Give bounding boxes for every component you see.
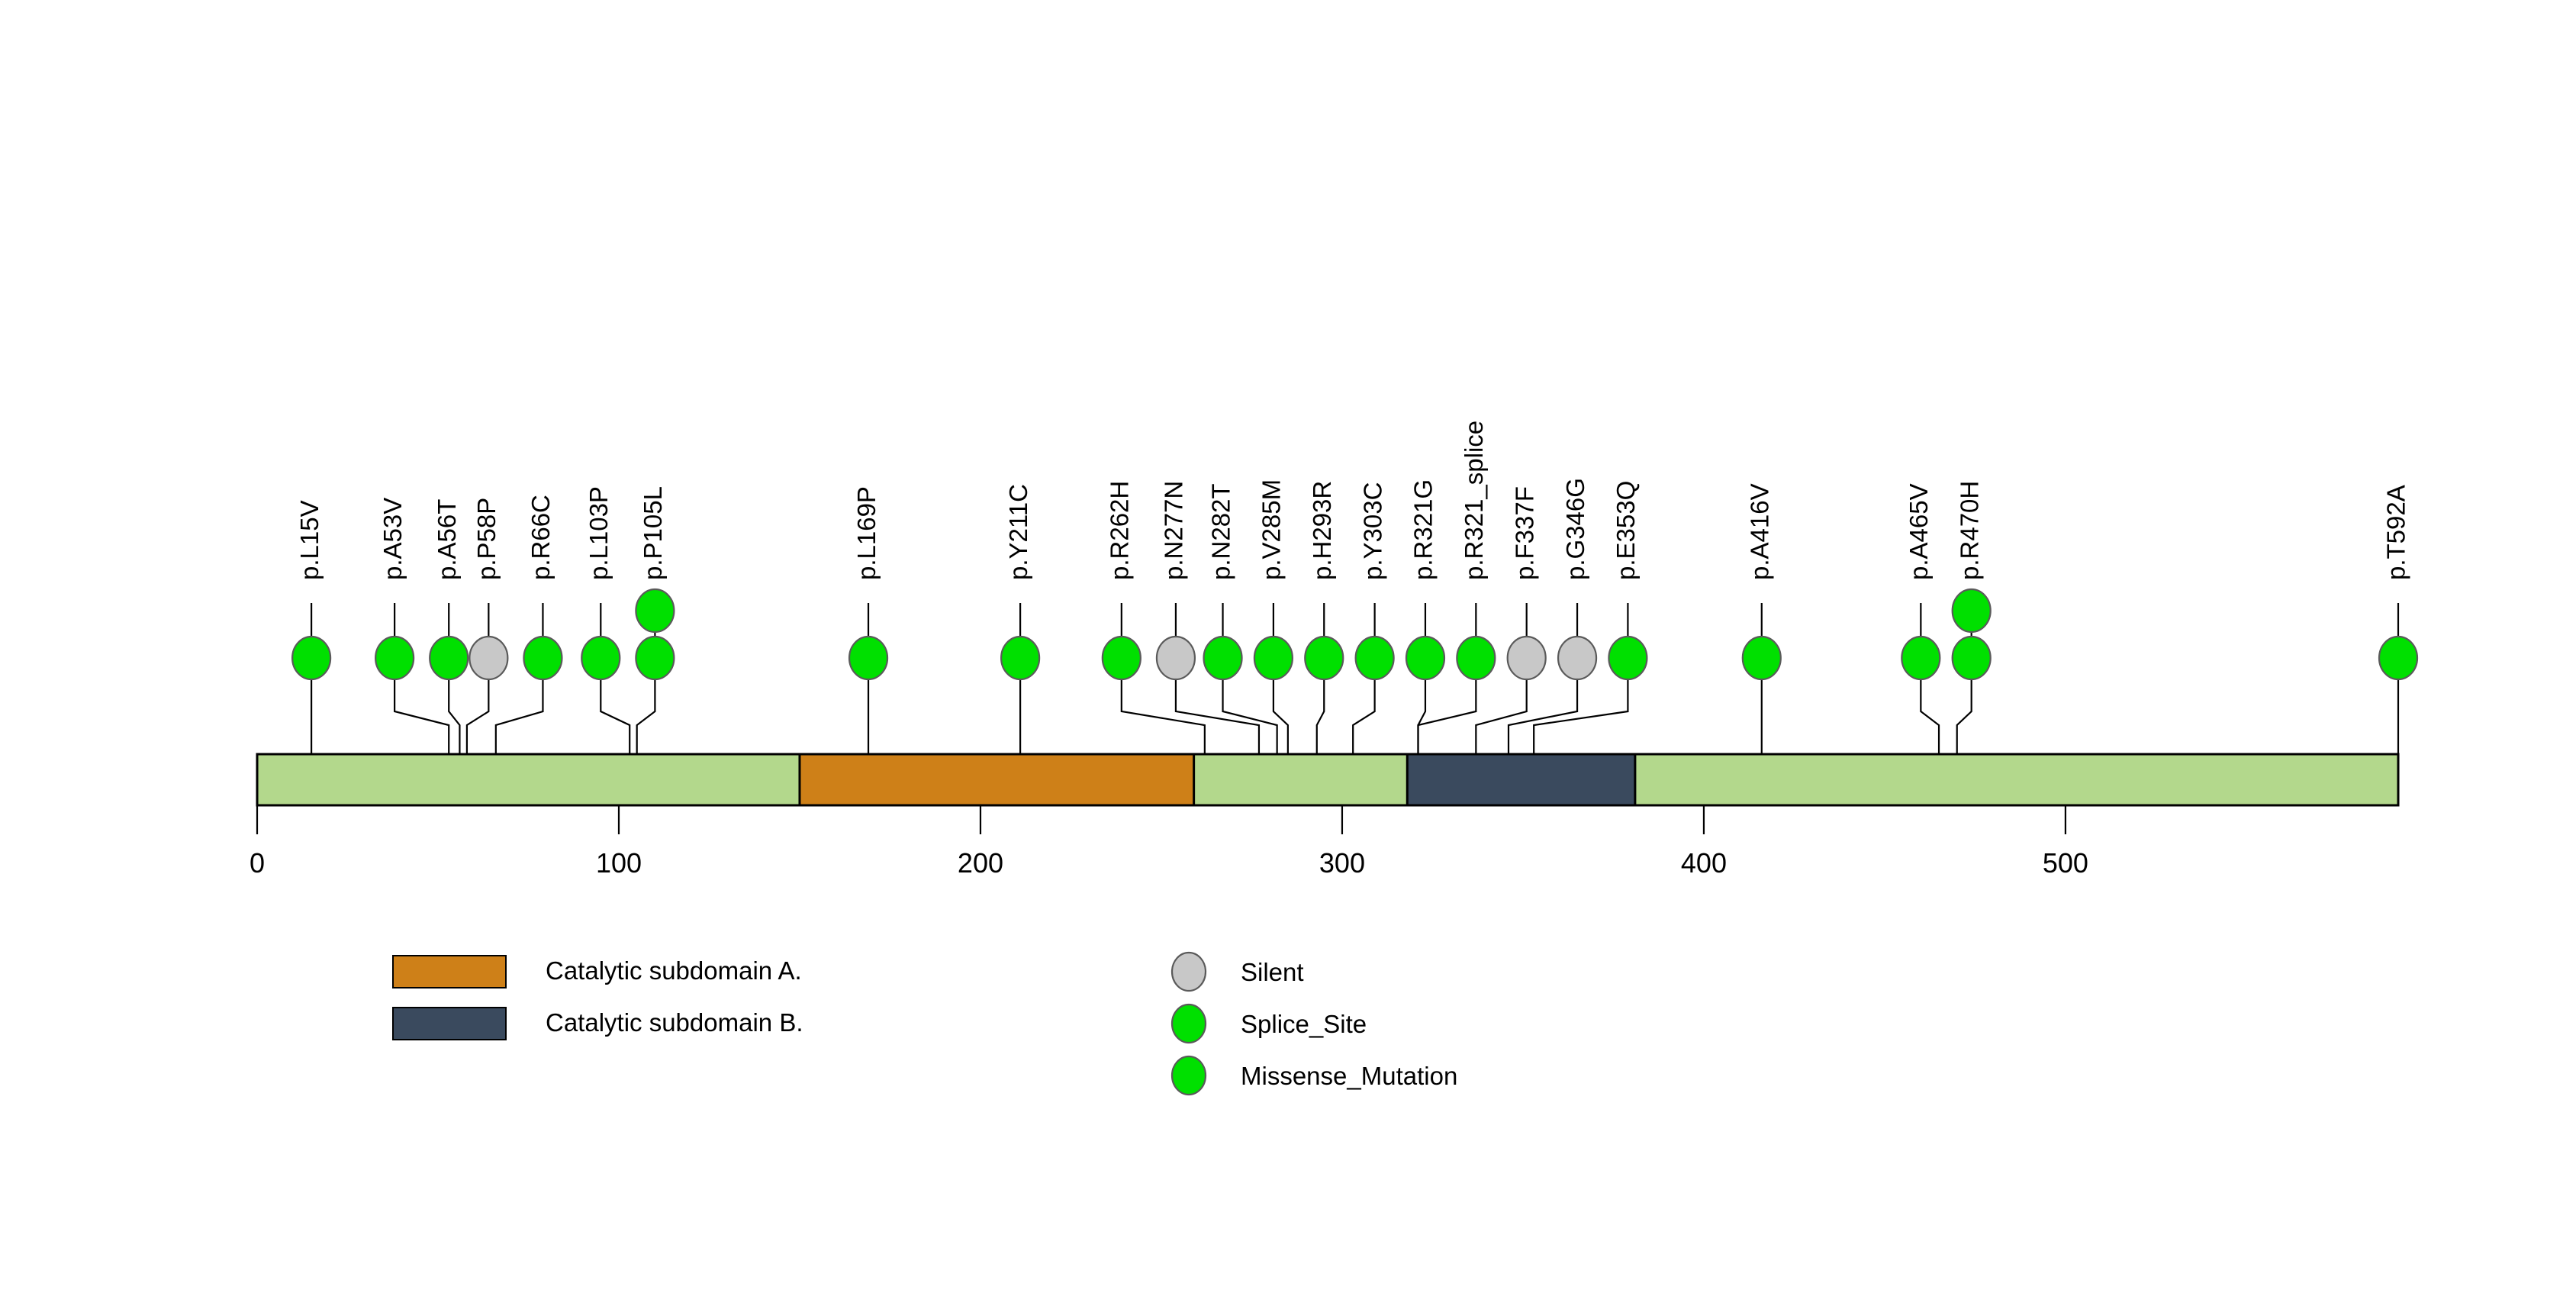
protein-backbone-bar	[256, 753, 2400, 807]
mutation-marker[interactable]	[1354, 635, 1395, 681]
legend-type-marker[interactable]	[1170, 1055, 1207, 1096]
axis-tick-label: 400	[1681, 847, 1727, 879]
axis-tick-label: 200	[958, 847, 1003, 879]
mutation-marker[interactable]	[1456, 635, 1496, 681]
mutation-label: p.R321G	[1409, 479, 1438, 580]
mutation-marker[interactable]	[429, 635, 469, 681]
mutation-stem-connector	[1417, 679, 1477, 754]
mutation-label: p.R470H	[1955, 481, 1983, 580]
mutation-markers-layer	[291, 588, 2419, 681]
mutation-label: p.V285M	[1257, 479, 1286, 580]
mutation-label: p.A53V	[378, 498, 407, 580]
mutation-labels-layer: p.L15V p.A53V p.A56T p.P58P p.R66C p.L103P p.P…	[295, 421, 2410, 580]
legend-type-marker[interactable]	[1170, 1003, 1207, 1044]
mutation-marker[interactable]	[1506, 635, 1547, 681]
legend-type-marker[interactable]	[1170, 951, 1207, 992]
mutation-marker[interactable]	[1608, 635, 1648, 681]
mutation-stem-connector	[448, 679, 461, 754]
mutation-stem-connector	[1174, 679, 1261, 754]
mutation-label: p.L15V	[295, 500, 324, 580]
mutation-marker[interactable]	[523, 635, 563, 681]
legend-domain-label: Catalytic subdomain B.	[546, 1008, 803, 1037]
axis-tick-label: 0	[250, 847, 265, 879]
mutation-marker[interactable]	[1901, 635, 1941, 681]
mutation-label: p.P105L	[639, 486, 667, 580]
protein-domain-b[interactable]	[1406, 753, 1637, 807]
mutation-stem-connector	[1120, 679, 1206, 754]
mutation-stem-connector	[600, 679, 631, 754]
protein-domains-layer	[256, 753, 2400, 807]
mutation-label: p.P58P	[472, 498, 501, 580]
mutation-marker[interactable]	[1557, 635, 1598, 681]
mutation-marker[interactable]	[2378, 635, 2419, 681]
mutation-stem-connector	[1315, 679, 1325, 754]
mutation-label: p.N282T	[1206, 483, 1235, 580]
protein-domain-a[interactable]	[798, 753, 1196, 807]
mutation-marker[interactable]	[1405, 635, 1446, 681]
mutation-stem-connector	[1222, 679, 1278, 754]
mutation-marker[interactable]	[1155, 635, 1196, 681]
legend-domain-swatch[interactable]	[392, 1007, 507, 1040]
mutation-marker[interactable]	[1304, 635, 1344, 681]
mutation-marker[interactable]	[848, 635, 889, 681]
legend-type-label: Missense_Mutation	[1241, 1062, 1457, 1090]
mutation-marker[interactable]	[291, 635, 332, 681]
mutation-label: p.H293R	[1308, 481, 1336, 580]
mutation-label: p.N277N	[1160, 481, 1188, 580]
mutation-marker[interactable]	[1741, 635, 1782, 681]
mutation-stem-connector	[1507, 679, 1579, 754]
mutation-marker[interactable]	[1951, 635, 1992, 681]
mutation-stem-connector	[1272, 679, 1289, 754]
mutation-stem-connector	[1920, 679, 1940, 754]
mutation-marker[interactable]	[375, 635, 415, 681]
mutation-marker[interactable]	[1951, 588, 1992, 634]
mutation-marker[interactable]	[1000, 635, 1041, 681]
mutation-label: p.A416V	[1746, 483, 1774, 580]
legend-domain-swatch[interactable]	[392, 955, 507, 988]
mutation-stem-connector	[494, 679, 544, 754]
mutation-label: p.T592A	[2382, 485, 2410, 580]
mutation-marker[interactable]	[1253, 635, 1294, 681]
mutation-label: p.R66C	[526, 495, 555, 580]
mutation-label: p.Y303C	[1358, 482, 1386, 580]
mutation-label: p.A465V	[1905, 483, 1933, 580]
mutation-label: p.R321_splice	[1460, 421, 1488, 580]
mutation-stem-connector	[1352, 679, 1376, 754]
axis-tick-label: 100	[596, 847, 642, 879]
mutation-marker[interactable]	[469, 635, 509, 681]
axis-tick-label: 300	[1319, 847, 1365, 879]
mutation-marker[interactable]	[1101, 635, 1141, 681]
mutation-marker[interactable]	[635, 588, 675, 634]
mutation-stem-connector	[394, 679, 450, 754]
legend-type-label: Silent	[1241, 958, 1304, 986]
mutation-stem-connector	[465, 679, 490, 754]
mutation-marker[interactable]	[581, 635, 621, 681]
mutation-stem-connector	[1417, 679, 1427, 754]
mutation-label: p.E353Q	[1612, 481, 1640, 580]
mutation-stems-layer	[310, 603, 2400, 754]
mutation-stem-connector	[1533, 679, 1629, 754]
mutation-label: p.F337F	[1510, 486, 1538, 580]
mutation-label: p.A56T	[433, 499, 461, 580]
mutation-marker[interactable]	[1203, 635, 1243, 681]
axis-layer: 0 100 200 300 400 500	[250, 805, 2088, 879]
mutation-label: p.L103P	[584, 486, 613, 580]
axis-tick-label: 500	[2043, 847, 2088, 879]
legend-type-label: Splice_Site	[1241, 1010, 1367, 1038]
mutation-label: p.L169P	[852, 486, 881, 580]
mutation-label: p.R262H	[1106, 481, 1134, 580]
mutation-marker[interactable]	[635, 635, 675, 681]
mutation-stem-connector	[1956, 679, 1972, 754]
mutation-stem-connector	[636, 679, 656, 754]
mutation-label: p.Y211C	[1004, 484, 1032, 580]
mutation-stem-connector	[1475, 679, 1528, 754]
mutation-label: p.G346G	[1561, 478, 1589, 580]
legend-layer: Catalytic subdomain A. Catalytic subdomai…	[392, 951, 1457, 1096]
legend-domain-label: Catalytic subdomain A.	[546, 956, 802, 985]
